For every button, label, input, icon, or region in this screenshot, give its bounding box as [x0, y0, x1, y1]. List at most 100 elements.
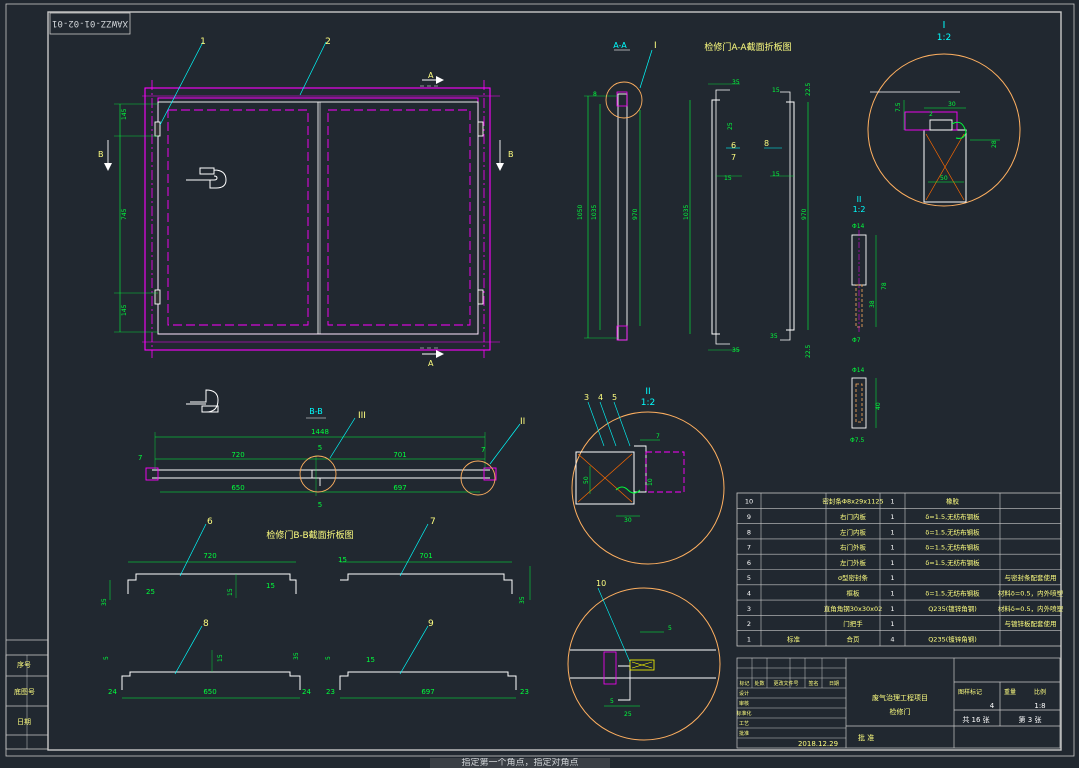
detail-I-scale: 1:2 — [937, 33, 951, 43]
title-role-label: 审核 — [739, 700, 749, 707]
bom-qty: 1 — [890, 559, 894, 567]
dim-pin2-40: 40 — [875, 402, 882, 410]
bom-note: 材料δ=0.5，内外喷塑 — [998, 604, 1064, 613]
arrow-B-right: B — [508, 150, 514, 159]
front-view — [104, 41, 504, 358]
bom-no: 7 — [747, 544, 751, 552]
dim-bb-701: 701 — [393, 451, 406, 459]
dim-p9-23b: 23 — [520, 688, 529, 696]
title-scale: 1:8 — [1034, 702, 1045, 710]
dim-p7-35: 35 — [519, 596, 526, 604]
title-weight-label: 重量 — [1004, 688, 1016, 696]
side-profile-right — [764, 91, 809, 341]
bom-no: 2 — [747, 620, 751, 628]
bom-name: 密封条Φ8x29x1125 — [822, 497, 883, 506]
dim-p7-701: 701 — [419, 552, 432, 560]
title-col-header: 更改文件号 — [773, 680, 798, 687]
dim-bb-720: 720 — [231, 451, 244, 459]
title-grid: 标记处数更改文件号签名日期设计审核标准化工艺批准 — [736, 658, 846, 739]
dim-aa-8: 8 — [593, 91, 597, 98]
bom-qty: 1 — [890, 528, 894, 536]
dim-p8-5a: 5 — [103, 656, 110, 660]
drawing-frame — [5, 3, 1075, 757]
dim-t-970: 970 — [801, 208, 808, 220]
arrow-B-left: B — [98, 150, 104, 159]
bom-no: 9 — [747, 513, 751, 521]
bom-no: 3 — [747, 605, 751, 613]
dim-d1-2: 2 — [929, 111, 933, 118]
dim-pin-38: 38 — [869, 300, 876, 308]
dim-side-1035: 1035 — [683, 205, 690, 220]
dim-side-35b: 35 — [732, 347, 740, 354]
dim-p8-15: 15 — [217, 654, 224, 662]
bom-material: Q235(镀锌角钢) — [928, 634, 977, 643]
dim-pin-d14: Φ14 — [852, 223, 865, 230]
bom-material: Q235(镀锌角钢) — [928, 604, 977, 613]
bom-qty: 4 — [890, 635, 894, 643]
dim-d1-7.5: 7.5 — [895, 102, 902, 112]
dim-p6-15: 15 — [227, 588, 234, 596]
dim-p6-15b: 15 — [266, 582, 275, 590]
title-count: 4 — [990, 702, 995, 710]
dim-bb-7a: 7 — [138, 454, 142, 462]
detail-I — [867, 53, 1021, 207]
dim-bb-697: 697 — [393, 484, 406, 492]
bom-no: 10 — [745, 498, 753, 506]
side-tag-seq: 序号 — [17, 660, 31, 669]
dim-t-35: 35 — [770, 333, 778, 340]
detail-II — [571, 401, 725, 565]
callout-part-7: 7 — [430, 517, 436, 527]
bom-no: 8 — [747, 528, 751, 536]
title-role-label: 标准化 — [736, 710, 751, 717]
dim-p9-5: 5 — [325, 656, 332, 660]
bom-note: 与镀锌板配套使用 — [1005, 619, 1057, 628]
part-8-profile — [121, 625, 301, 699]
bom-name: 左门外板 — [840, 558, 867, 567]
dim-aa-1035: 1035 — [591, 205, 598, 220]
dim-d3-5b: 5 — [610, 698, 614, 705]
drawing-code: XAWZZ-01-02-01 — [52, 18, 128, 28]
callout-d3-10: 10 — [596, 579, 606, 588]
bom-qty: 1 — [890, 589, 894, 597]
title-stage-label: 图样标记 — [958, 688, 982, 696]
callout-bb-II: II — [520, 417, 525, 427]
title-sheets-total: 共 16 张 — [962, 715, 989, 724]
dim-bb-5a: 5 — [318, 444, 322, 452]
dim-bb-650: 650 — [231, 484, 244, 492]
bom-qty: 1 — [890, 605, 894, 613]
callout-1: 1 — [200, 37, 206, 47]
dim-145-top: 145 — [121, 108, 128, 120]
bom-no: 5 — [747, 574, 751, 582]
dim-d1-28: 28 — [991, 140, 998, 148]
bom-material: δ=1.5,无纺布钢板 — [925, 558, 980, 567]
title-col-header: 处数 — [754, 680, 764, 687]
callout-side-8: 8 — [764, 139, 769, 148]
dim-p9-697: 697 — [421, 688, 434, 696]
dim-d1-50: 50 — [940, 175, 948, 182]
callout-bb-III: III — [358, 411, 366, 421]
callout-side-7: 7 — [731, 153, 736, 162]
bom-std: 标准 — [787, 634, 801, 643]
dim-t-22.5b: 22.5 — [805, 344, 812, 358]
callout-d2-5: 5 — [612, 393, 617, 402]
dim-p8-35: 35 — [293, 652, 300, 660]
bom-name: 右门外板 — [840, 543, 867, 552]
section-aa-title: 检修门A-A截面折板图 — [704, 41, 791, 53]
pin-detail-II-mark: II — [857, 195, 862, 204]
title-scale-label: 比例 — [1034, 688, 1046, 696]
dim-p6-35: 35 — [101, 598, 108, 606]
dim-p8-24b: 24 — [302, 688, 311, 696]
detail-I-mark: I — [943, 20, 946, 31]
dim-aa-970: 970 — [632, 208, 639, 220]
dim-bb-1448: 1448 — [311, 428, 329, 436]
callout-bb-5: 5 — [318, 501, 322, 509]
arrow-A-top: A — [428, 71, 434, 80]
bom-no: 1 — [747, 635, 751, 643]
callout-d2-3: 3 — [584, 393, 589, 402]
title-col-header: 标记 — [739, 680, 749, 687]
dim-side-35a: 35 — [732, 79, 740, 86]
section-aa-mark: A-A — [613, 41, 627, 50]
section-aa — [584, 49, 653, 341]
